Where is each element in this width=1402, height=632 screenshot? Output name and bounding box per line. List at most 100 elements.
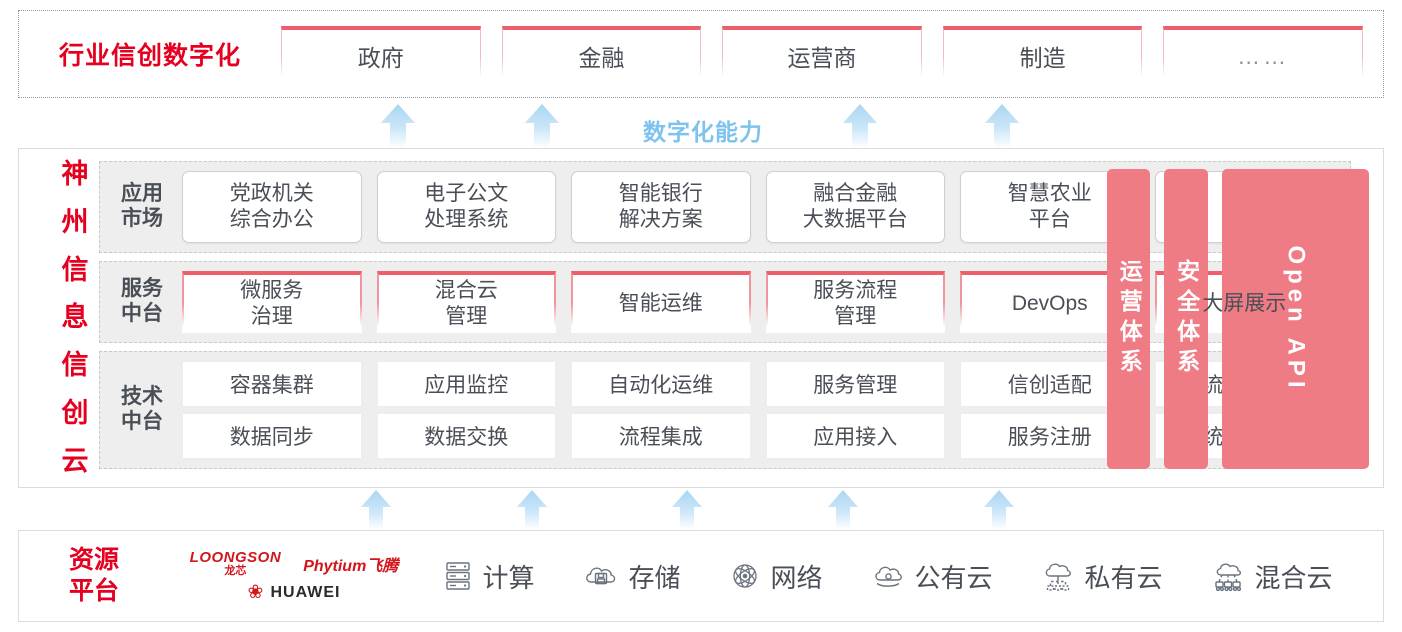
cloud-title-char: 信 xyxy=(61,350,89,381)
pillar-security-system[interactable]: 安全体系 xyxy=(1164,169,1208,469)
row-label-technology-platform: 技术 中台 xyxy=(106,385,178,435)
tec-cell-container-cluster[interactable]: 容器集群 xyxy=(182,361,362,407)
resource-item-label: 存储 xyxy=(628,562,681,593)
industry-digitalization-strip: 行业信创数字化 政府 金融 运营商 制造 …… xyxy=(18,10,1384,98)
loongson-logo-text: LOONGSON xyxy=(189,549,282,566)
right-pillar-group: 运营体系 安全体系 Open API xyxy=(1107,169,1369,469)
cell-label: 自动化运维 xyxy=(608,374,714,397)
industry-box-manufacturing[interactable]: 制造 xyxy=(942,26,1143,82)
resource-item-label: 私有云 xyxy=(1084,562,1163,593)
resource-platform-title: 资源 平台 xyxy=(19,545,169,608)
svc-cell-service-process-management[interactable]: 服务流程管理 xyxy=(765,271,945,333)
row-label-line: 技术 xyxy=(121,385,163,409)
loongson-logo: LOONGSON 龙芯 xyxy=(190,550,282,577)
industry-box-more[interactable]: …… xyxy=(1163,26,1363,82)
huawei-logo-text: HUAWEI xyxy=(270,583,341,601)
resource-item-hybrid-cloud[interactable]: 混合云 xyxy=(1211,558,1333,595)
resource-item-label: 混合云 xyxy=(1254,562,1333,593)
server-icon xyxy=(443,560,473,592)
cell-label: 智能银行解决方案 xyxy=(618,182,703,231)
upward-arrow-band-top xyxy=(0,100,1402,148)
cell-label: 电子公文处理系统 xyxy=(424,182,509,231)
cloud-title-char: 息 xyxy=(61,302,89,333)
hybrid-cloud-icon xyxy=(1211,560,1245,592)
industry-box-government[interactable]: 政府 xyxy=(281,26,481,82)
app-cell-edoc-system[interactable]: 电子公文处理系统 xyxy=(376,171,556,243)
row-label-service-platform: 服务 中台 xyxy=(106,277,178,327)
app-cell-government-office[interactable]: 党政机关综合办公 xyxy=(182,171,362,243)
resource-item-private-cloud[interactable]: 私有云 xyxy=(1041,558,1163,595)
cell-label: 融合金融大数据平台 xyxy=(802,182,908,231)
resource-item-label: 计算 xyxy=(482,562,535,593)
pillar-operations-system[interactable]: 运营体系 xyxy=(1107,169,1151,469)
cell-label: 智能运维 xyxy=(618,292,703,316)
loongson-logo-subtext: 龙芯 xyxy=(224,565,247,577)
row-label-line: 市场 xyxy=(121,207,163,230)
app-cell-smart-bank[interactable]: 智能银行解决方案 xyxy=(571,171,751,243)
cell-label: 数据同步 xyxy=(229,426,314,449)
cloud-storage-icon xyxy=(583,561,619,591)
resource-item-compute[interactable]: 计算 xyxy=(443,558,535,595)
cell-label: 服务注册 xyxy=(1007,426,1092,449)
upward-arrow-band-bottom xyxy=(0,488,1402,530)
industry-box-finance[interactable]: 金融 xyxy=(501,26,702,82)
svc-cell-intelligent-ops[interactable]: 智能运维 xyxy=(571,271,751,333)
row-label-line: 服务 xyxy=(121,277,163,301)
technology-cells-line-1: 容器集群 应用监控 自动化运维 服务管理 信创适配 流程引擎 xyxy=(182,361,1334,407)
network-icon xyxy=(729,560,761,592)
cell-label: DevOps xyxy=(1011,292,1088,316)
digital-capability-label: 数字化能力 xyxy=(643,119,763,145)
resource-title-line: 平台 xyxy=(68,577,119,605)
row-label-line: 中台 xyxy=(121,410,163,433)
up-arrow-icon xyxy=(820,490,866,530)
cloud-title-char: 神 xyxy=(61,159,89,189)
tec-cell-service-management[interactable]: 服务管理 xyxy=(765,361,945,407)
cell-label: 信创适配 xyxy=(1007,374,1092,397)
pillar-label: 安全体系 xyxy=(1173,259,1200,379)
resource-item-public-cloud[interactable]: 公有云 xyxy=(871,558,993,595)
app-cell-fintech-bigdata[interactable]: 融合金融大数据平台 xyxy=(765,171,945,243)
svc-cell-hybrid-cloud-management[interactable]: 混合云管理 xyxy=(376,271,556,333)
industry-box-label: 政府 xyxy=(357,45,404,71)
vendor-logo-group: LOONGSON 龙芯 Phytium飞腾 ❀ HUAWEI xyxy=(169,550,419,602)
row-label-line: 中台 xyxy=(121,302,163,325)
up-arrow-icon xyxy=(509,490,555,530)
up-arrow-icon xyxy=(375,104,421,148)
vendor-logo-row-1: LOONGSON 龙芯 Phytium飞腾 xyxy=(190,550,399,577)
phytium-logo: Phytium飞腾 xyxy=(303,557,399,575)
private-cloud-icon xyxy=(1041,560,1075,592)
up-arrow-icon xyxy=(976,490,1022,530)
svc-cell-microservice-governance[interactable]: 微服务治理 xyxy=(182,271,362,333)
tec-cell-app-monitoring[interactable]: 应用监控 xyxy=(376,361,556,407)
resource-item-network[interactable]: 网络 xyxy=(729,558,823,595)
up-arrow-icon xyxy=(664,490,710,530)
industry-box-telecom[interactable]: 运营商 xyxy=(722,26,922,82)
pillar-open-api[interactable]: Open API xyxy=(1221,169,1369,469)
pillar-label: 运营体系 xyxy=(1116,259,1143,379)
industry-strip-title: 行业信创数字化 xyxy=(58,42,241,70)
pillar-label: Open API xyxy=(1282,245,1310,393)
cloud-title-char: 创 xyxy=(61,398,89,429)
industry-box-label: 制造 xyxy=(1019,45,1066,71)
tec-cell-data-sync[interactable]: 数据同步 xyxy=(182,413,362,459)
up-arrow-icon xyxy=(353,490,399,530)
resource-item-list: 计算 存储 xyxy=(419,558,1383,595)
resource-title-line: 资源 xyxy=(68,545,119,574)
cell-label: 智慧农业平台 xyxy=(1007,182,1092,231)
industry-box-label: …… xyxy=(1237,42,1290,69)
tec-cell-data-exchange[interactable]: 数据交换 xyxy=(376,413,556,459)
resource-item-label: 公有云 xyxy=(914,562,993,593)
up-arrow-icon xyxy=(837,104,883,148)
row-label-application-market: 应用 市场 xyxy=(106,182,178,232)
cell-label: 微服务治理 xyxy=(240,279,304,328)
industry-box-list: 政府 金融 运营商 制造 …… xyxy=(281,26,1383,82)
tec-cell-automated-ops[interactable]: 自动化运维 xyxy=(571,361,751,407)
cell-label: 党政机关综合办公 xyxy=(229,182,314,231)
tec-cell-process-integration[interactable]: 流程集成 xyxy=(571,413,751,459)
public-cloud-icon xyxy=(871,561,905,591)
huawei-flower-icon: ❀ xyxy=(247,582,264,603)
vendor-logo-row-2: ❀ HUAWEI xyxy=(248,583,341,602)
tec-cell-app-access[interactable]: 应用接入 xyxy=(765,413,945,459)
resource-item-storage[interactable]: 存储 xyxy=(583,558,681,595)
shenzhou-xinchuang-cloud-card: 神 州 信 息 信 创 云 应用 市场 党政机关综合办公 电子公文处理系统 智能… xyxy=(18,148,1384,488)
